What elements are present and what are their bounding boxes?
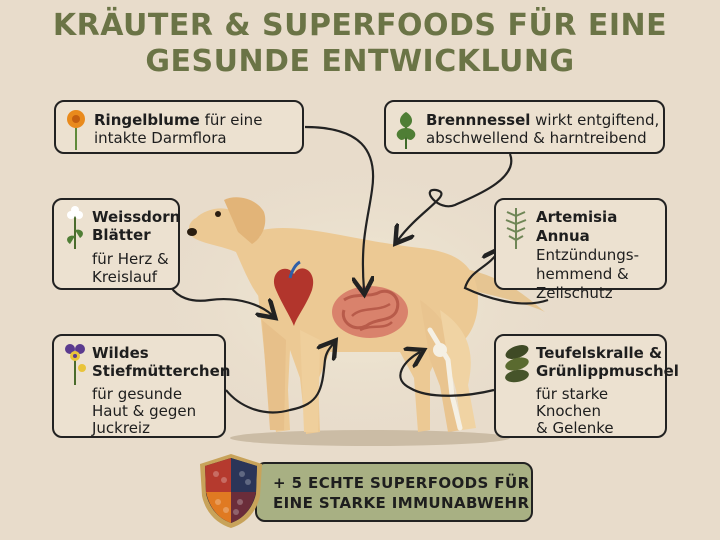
- superfood-shield-icon: [200, 454, 262, 528]
- brennnessel-desc-2: abschwellend & harntreibend: [426, 129, 647, 147]
- artemisia-name: Artemisia Annua: [536, 208, 618, 245]
- stiefmuetterchen-desc-2: Haut & gegen: [92, 402, 197, 420]
- stiefmuetterchen-desc-3: Juckreiz: [92, 419, 150, 437]
- ringelblume-name: Ringelblume: [94, 111, 200, 129]
- stiefmuetterchen-name-2: Stiefmütterchen: [92, 362, 231, 380]
- superfood-banner: + 5 ECHTE SUPERFOODS FÜR EINE STARKE IMM…: [255, 462, 533, 522]
- stiefmuetterchen-desc-1: für gesunde: [92, 385, 183, 403]
- weissdorn-name-2: Blätter: [92, 226, 151, 244]
- weissdorn-box: Weissdorn Blätter für Herz & Kreislauf: [52, 198, 180, 290]
- teufelskralle-desc-2: Knochen: [536, 402, 602, 420]
- weissdorn-name-1: Weissdorn: [92, 208, 181, 226]
- page-title: KRÄUTER & SUPERFOODS FÜR EINE GESUNDE EN…: [0, 8, 720, 80]
- artemisia-box: Artemisia Annua Entzündungs- hemmend & Z…: [494, 198, 667, 302]
- stiefmuetterchen-name-1: Wildes: [92, 344, 149, 362]
- ringelblume-desc-2: intakte Darmflora: [94, 129, 227, 147]
- teufelskralle-desc-1: für starke: [536, 385, 609, 403]
- weissdorn-desc-2: Kreislauf: [92, 268, 158, 286]
- stiefmuetterchen-box: Wildes Stiefmütterchen für gesunde Haut …: [52, 334, 230, 438]
- artemisia-desc-3: Zellschutz: [536, 284, 613, 302]
- weissdorn-desc-1: für Herz &: [92, 250, 169, 268]
- pansy-flower-icon: [65, 344, 86, 385]
- teufelskralle-name-2: Grünlippmuschel: [536, 362, 679, 380]
- banner-line-2: EINE STARKE IMMUNABWEHR: [273, 494, 530, 512]
- brennnessel-desc-1: wirkt entgiftend,: [530, 111, 660, 129]
- teufelskralle-name-1: Teufelskralle &: [536, 344, 663, 362]
- banner-line-1: + 5 ECHTE SUPERFOODS FÜR: [273, 474, 530, 492]
- nettle-leaf-icon: [396, 112, 416, 149]
- artemisia-plant-icon: [505, 208, 527, 249]
- ringelblume-box: Ringelblume für eine intakte Darmflora: [54, 100, 304, 154]
- brennnessel-name: Brennnessel: [426, 111, 531, 129]
- title-line-1: KRÄUTER & SUPERFOODS FÜR EINE: [52, 8, 668, 43]
- mussel-shell-icon: [505, 345, 529, 383]
- calendula-flower-icon: [67, 110, 85, 150]
- teufelskralle-desc-3: & Gelenke: [536, 419, 614, 437]
- brennnessel-box: Brennnessel wirkt entgiftend, abschwelle…: [384, 100, 665, 154]
- teufelskralle-box: Teufelskralle & Grünlippmuschel für star…: [494, 334, 679, 438]
- artemisia-desc-1: Entzündungs-: [536, 246, 640, 264]
- title-line-2: GESUNDE ENTWICKLUNG: [145, 44, 575, 79]
- ringelblume-desc-1: für eine: [199, 111, 263, 129]
- artemisia-desc-2: hemmend &: [536, 265, 629, 283]
- hawthorn-blossom-icon: [67, 206, 83, 249]
